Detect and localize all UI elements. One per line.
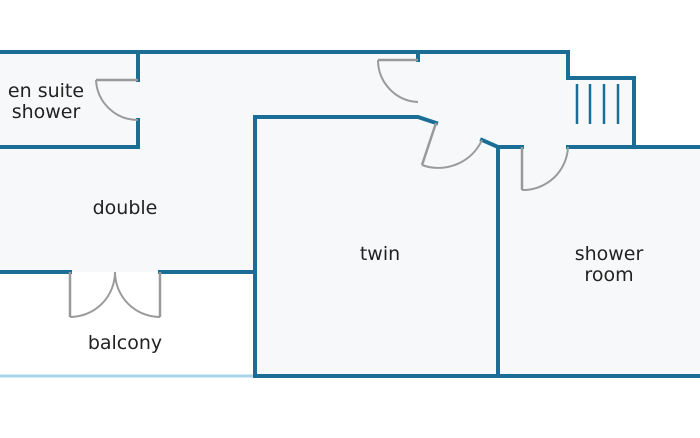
door-balcony bbox=[68, 271, 162, 318]
room-fill-twin bbox=[255, 117, 498, 376]
stairs bbox=[575, 84, 620, 124]
room-fills bbox=[0, 52, 700, 376]
label-shower-room-line1: shower bbox=[575, 243, 644, 265]
door-shower-room bbox=[520, 146, 569, 192]
label-twin: twin bbox=[360, 243, 400, 265]
walls bbox=[0, 50, 700, 378]
wall-en-suite bbox=[0, 118, 140, 149]
door-twin bbox=[420, 122, 483, 169]
label-shower-room-line2: room bbox=[584, 264, 633, 286]
room-labels: en suite shower double twin shower room … bbox=[8, 80, 644, 354]
wall-twin-diagonal bbox=[479, 137, 501, 150]
door-en-suite bbox=[95, 78, 139, 122]
room-fill-double bbox=[0, 52, 634, 272]
label-double: double bbox=[93, 197, 158, 219]
room-fill-shower-room bbox=[498, 147, 700, 376]
wall-top-outer bbox=[0, 50, 636, 149]
door-corridor-top bbox=[376, 58, 419, 103]
wall-twin-top bbox=[253, 115, 439, 378]
label-en-suite-line2: shower bbox=[12, 101, 81, 123]
label-balcony: balcony bbox=[88, 332, 162, 354]
label-en-suite-line1: en suite bbox=[8, 80, 84, 102]
doors bbox=[68, 58, 569, 318]
